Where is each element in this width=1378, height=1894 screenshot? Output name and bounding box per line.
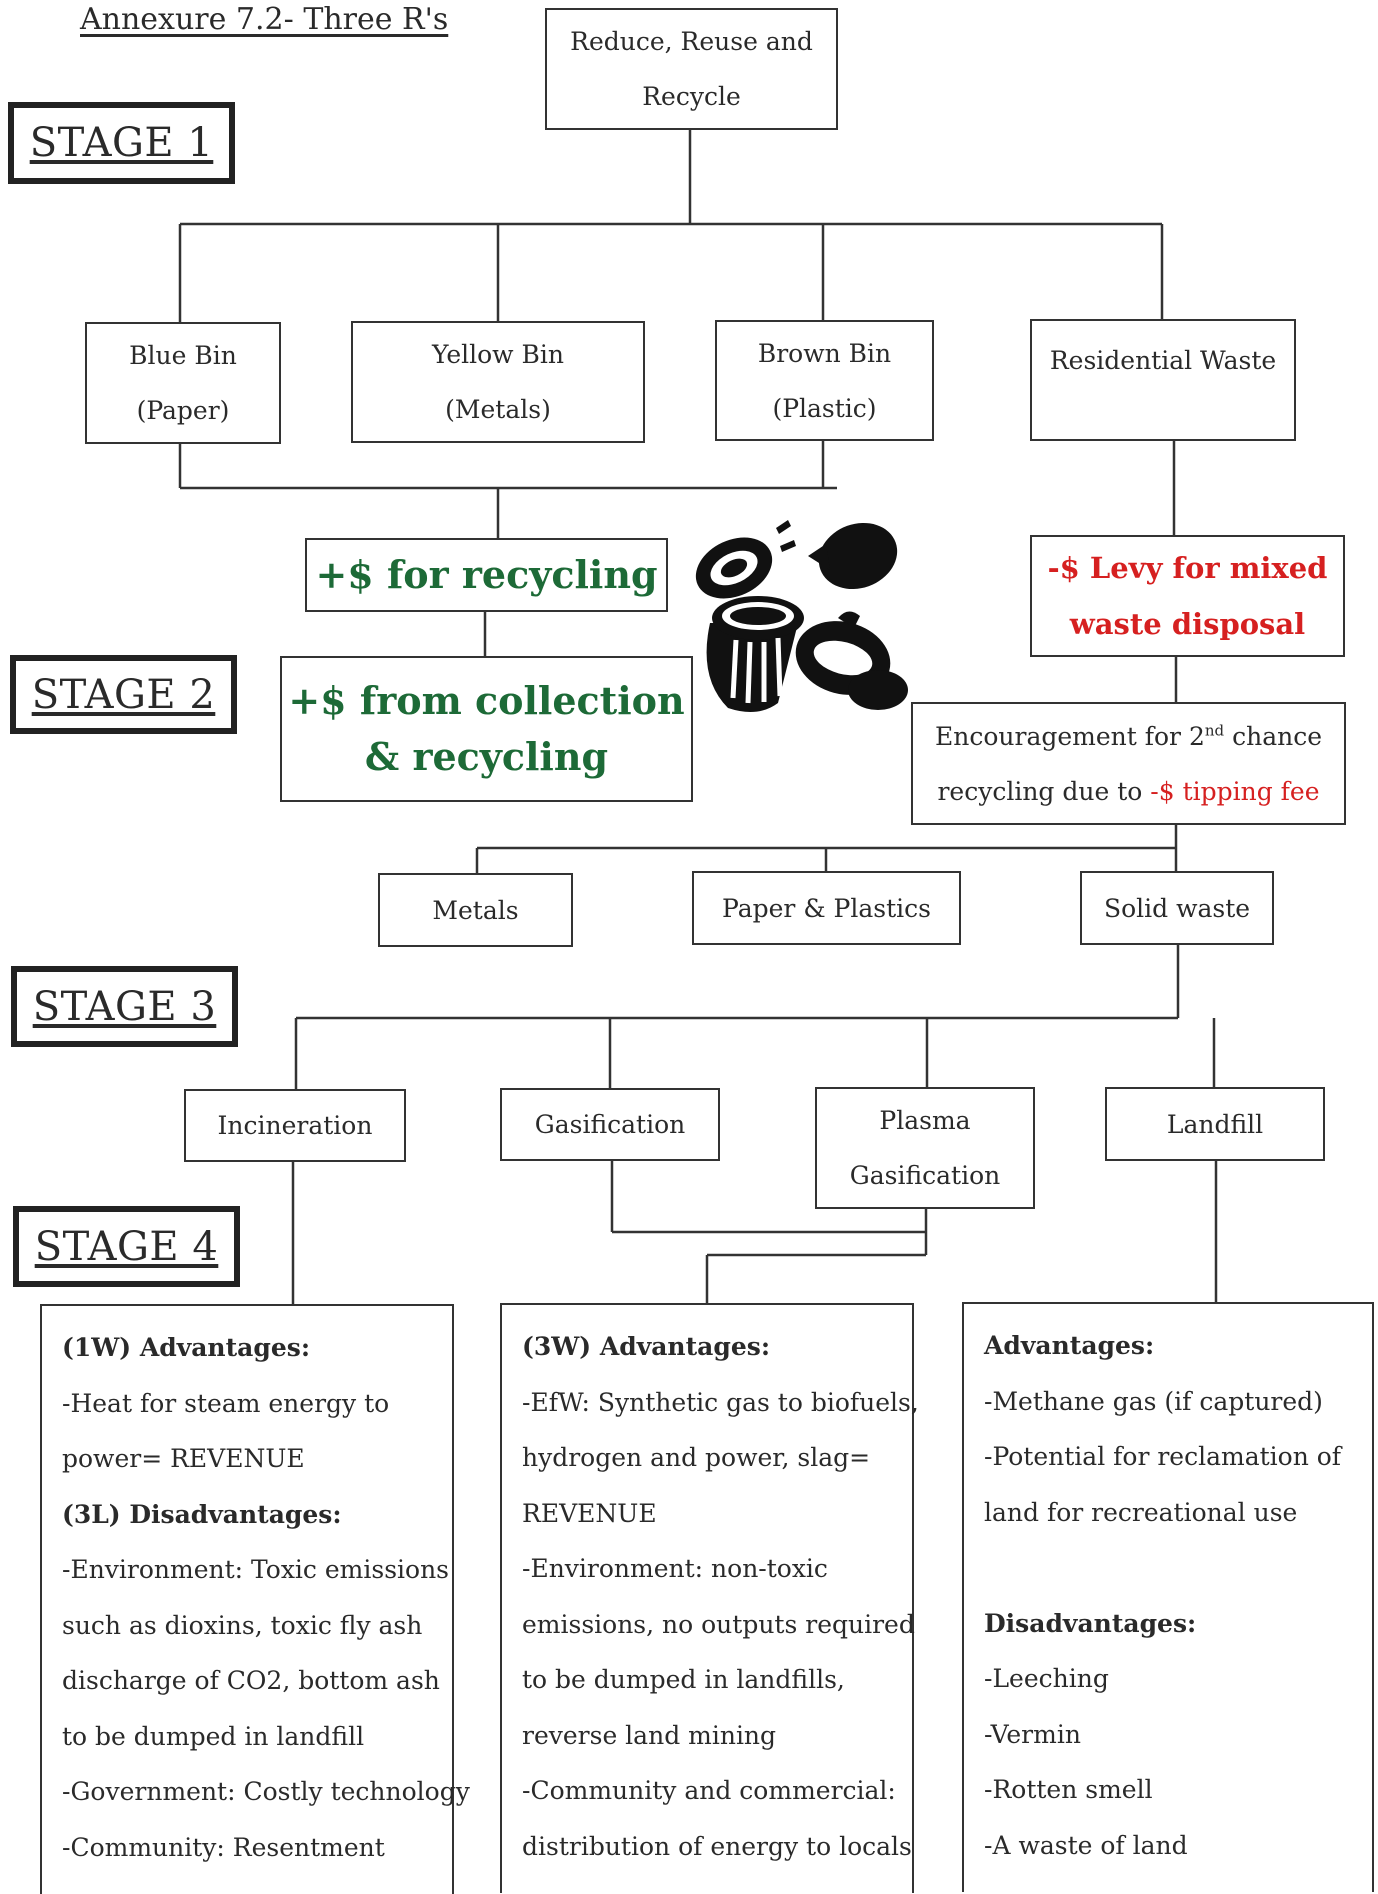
levy-line1: -$ Levy for mixed xyxy=(1047,551,1328,585)
incineration-adv-line: -Heat for steam energy to xyxy=(62,1388,390,1418)
stage-3-label: STAGE 3 xyxy=(11,966,238,1047)
gasification-adv-line: hydrogen and power, slag= xyxy=(522,1443,871,1472)
root-line1: Reduce, Reuse and xyxy=(570,27,813,56)
plasma-gasification-line1: Plasma xyxy=(879,1106,971,1135)
brown-bin-label: Brown Bin xyxy=(757,338,892,368)
gasification-adv-line: REVENUE xyxy=(522,1498,657,1528)
landfill-box: Landfill xyxy=(1105,1087,1325,1161)
root-line2: Recycle xyxy=(642,82,741,111)
incineration-dis-line: discharge of CO2, bottom ash xyxy=(62,1666,440,1695)
residential-waste-label: Residential Waste xyxy=(1049,346,1277,375)
landfill-dis-line: -Rotten smell xyxy=(984,1775,1153,1804)
residential-waste-box: Residential Waste xyxy=(1030,319,1296,441)
gasification-adv-line: to be dumped in landfills, xyxy=(522,1665,845,1694)
landfill-details: Advantages: -Methane gas (if captured) -… xyxy=(962,1302,1374,1892)
gasification-label: Gasification xyxy=(534,1110,686,1139)
blue-bin-label: Blue Bin xyxy=(129,341,237,370)
gasification-adv-line: reverse land mining xyxy=(522,1720,777,1750)
recycling-plus-box: +$ for recycling xyxy=(305,538,668,612)
metals-label: Metals xyxy=(432,895,519,925)
encouragement-box: Encouragement for 2nd chance recycling d… xyxy=(911,702,1346,825)
collection-plus-line2: & recycling xyxy=(364,734,609,779)
levy-line2: waste disposal xyxy=(1069,607,1306,641)
incineration-dis-line: -Environment: Toxic emissions xyxy=(62,1555,449,1584)
levy-box: -$ Levy for mixed waste disposal xyxy=(1030,535,1345,657)
paper-plastics-label: Paper & Plastics xyxy=(722,893,931,923)
incineration-dis-line: -Government: Costly technology xyxy=(62,1777,470,1806)
root-box: Reduce, Reuse and Recycle xyxy=(545,8,838,130)
landfill-dis-line: -A waste of land xyxy=(984,1830,1188,1860)
collection-plus-box: +$ from collection & recycling xyxy=(280,656,693,802)
page-title: Annexure 7.2- Three R's xyxy=(80,2,449,37)
gasification-adv-line: -Environment: non-toxic xyxy=(522,1554,828,1583)
landfill-adv-line: land for recreational use xyxy=(984,1497,1298,1527)
recycling-bin-icon xyxy=(695,520,908,712)
blue-bin-box: Blue Bin (Paper) xyxy=(85,322,281,444)
incineration-box: Incineration xyxy=(184,1089,406,1162)
yellow-bin-label: Yellow Bin xyxy=(432,340,564,369)
incineration-dis-line: to be dumped in landfill xyxy=(62,1721,365,1751)
yellow-bin-sub: (Metals) xyxy=(445,395,551,424)
gasification-details: (3W) Advantages: -EfW: Synthetic gas to … xyxy=(500,1303,919,1893)
landfill-dis-heading: Disadvantages: xyxy=(984,1608,1197,1638)
gasification-adv-line: distribution of energy to locals xyxy=(522,1831,912,1861)
tipping-fee-label: -$ tipping fee xyxy=(1150,776,1320,806)
encouragement-line1: Encouragement for 2nd chance xyxy=(935,721,1322,751)
solid-waste-label: Solid waste xyxy=(1103,893,1251,923)
landfill-label: Landfill xyxy=(1166,1109,1264,1139)
incineration-dis-line: -Community: Resentment xyxy=(62,1832,385,1862)
gasification-adv-line: emissions, no outputs required xyxy=(522,1609,915,1639)
stage-4-label: STAGE 4 xyxy=(13,1206,240,1287)
gasification-adv-heading: (3W) Advantages: xyxy=(522,1332,771,1361)
gasification-adv-line: -EfW: Synthetic gas to biofuels, xyxy=(522,1387,919,1417)
landfill-adv-line: -Methane gas (if captured) xyxy=(984,1386,1323,1416)
paper-plastics-box: Paper & Plastics xyxy=(692,871,961,945)
brown-bin-box: Brown Bin (Plastic) xyxy=(715,320,934,441)
stage-2-label: STAGE 2 xyxy=(10,655,237,734)
landfill-dis-line: -Leeching xyxy=(984,1664,1109,1693)
metals-box: Metals xyxy=(378,873,573,947)
gasification-adv-line: -Community and commercial: xyxy=(522,1776,896,1805)
yellow-bin-box: Yellow Bin (Metals) xyxy=(351,321,645,443)
solid-waste-box: Solid waste xyxy=(1080,871,1274,945)
incineration-details: (1W) Advantages: -Heat for steam energy … xyxy=(40,1304,470,1894)
brown-bin-sub: (Plastic) xyxy=(772,393,877,423)
recycling-plus-label: +$ for recycling xyxy=(315,552,658,597)
incineration-adv-heading: (1W) Advantages: xyxy=(62,1333,311,1362)
collection-plus-line1: +$ from collection xyxy=(288,678,685,723)
incineration-dis-line: such as dioxins, toxic fly ash xyxy=(62,1610,423,1640)
landfill-adv-line: -Potential for reclamation of xyxy=(984,1442,1342,1471)
plasma-gasification-box: Plasma Gasification xyxy=(815,1087,1035,1209)
encouragement-line2: recycling due to -$ tipping fee xyxy=(937,776,1320,806)
landfill-dis-line: -Vermin xyxy=(984,1719,1081,1749)
landfill-adv-heading: Advantages: xyxy=(984,1331,1155,1360)
incineration-adv-line: power= REVENUE xyxy=(62,1444,305,1473)
blue-bin-sub: (Paper) xyxy=(136,396,230,425)
incineration-dis-heading: (3L) Disadvantages: xyxy=(62,1499,342,1529)
incineration-label: Incineration xyxy=(217,1111,373,1140)
stage-1-label: STAGE 1 xyxy=(8,102,235,184)
gasification-box: Gasification xyxy=(500,1088,720,1161)
plasma-gasification-line2: Gasification xyxy=(849,1161,1001,1190)
